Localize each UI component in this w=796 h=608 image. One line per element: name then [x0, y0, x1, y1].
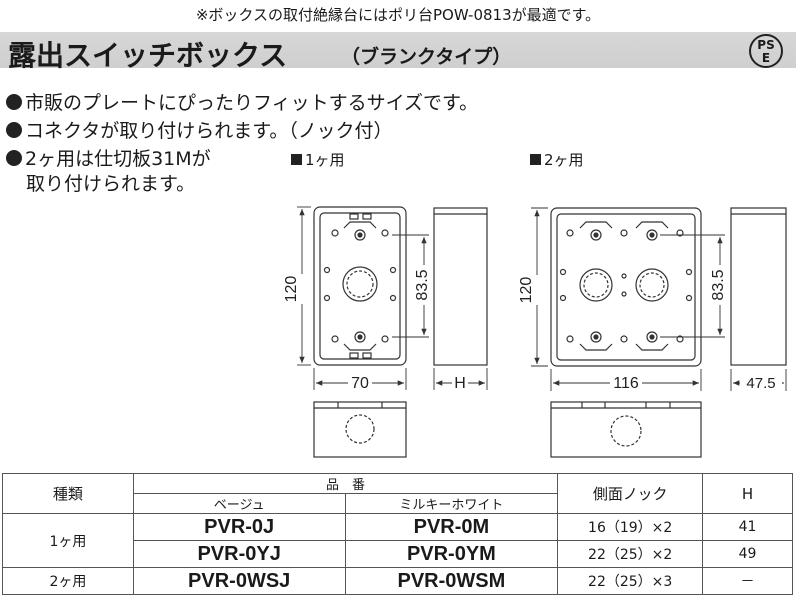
feature-item: コネクタが取り付けられます。（ノック付）	[6, 116, 392, 143]
white-part-cell: PVR-0YM	[344, 540, 559, 568]
table-row: 2ヶ用 PVR-0WSJ PVR-0WSM 22（25）×3 －	[2, 567, 793, 595]
square-icon	[291, 154, 302, 165]
single-dim-pitch: 83.5	[414, 269, 431, 300]
header-part-no: 品 番	[132, 473, 559, 494]
h-cell: －	[702, 567, 793, 595]
double-box-front-view	[550, 207, 702, 367]
bullet-icon	[6, 94, 22, 110]
single-box-bottom-view	[313, 401, 407, 458]
single-dim-depth: H	[454, 375, 466, 392]
single-dim-height: 120	[283, 276, 300, 303]
header-knock: 側面ノック	[557, 473, 704, 514]
double-box-bottom-view	[550, 401, 702, 458]
single-box-front-view	[313, 206, 407, 366]
header-type: 種類	[2, 473, 134, 514]
type-cell: 2ヶ用	[2, 567, 134, 595]
technical-drawing: 120 83.5 70 H	[283, 206, 787, 458]
figure-label-double: 2ヶ用	[530, 149, 584, 170]
beige-part-cell: PVR-0WSJ	[132, 567, 346, 595]
beige-part-cell: PVR-0YJ	[132, 540, 346, 568]
single-dimension-lines	[297, 206, 488, 390]
single-box-side-view	[433, 207, 488, 366]
double-box-side-view	[730, 207, 787, 366]
spec-table: 種類 品 番 側面ノック H ベージュ ミルキーホワイト 1ヶ用 PVR-0J …	[2, 473, 793, 595]
single-dim-width: 70	[351, 375, 369, 392]
pse-mark-icon: PS E	[749, 34, 783, 68]
figure-label-single: 1ヶ用	[291, 149, 345, 170]
table-row: 1ヶ用 PVR-0J PVR-0M 16（19）×2 41	[2, 513, 793, 568]
title-bar	[0, 32, 796, 68]
feature-item: 市販のプレートにぴったりフィットするサイズです。	[6, 88, 478, 115]
pse-mark-bottom: E	[761, 51, 771, 65]
pse-mark-top: PS	[757, 38, 775, 52]
feature-item: 2ヶ用は仕切板31Mが	[6, 144, 211, 171]
h-cell: 41	[702, 513, 793, 541]
knock-cell: 16（19）×2	[557, 513, 704, 541]
knock-cell: 22（25）×3	[557, 567, 704, 595]
header-note: ※ボックスの取付絶縁台にはポリ台POW-0813が最適です。	[195, 6, 601, 24]
double-dim-depth: 47.5	[746, 375, 775, 392]
header-h: H	[702, 473, 793, 514]
double-dim-height: 120	[518, 277, 535, 304]
double-dim-width: 116	[613, 375, 639, 392]
feature-item-continued: 取り付けられます。	[26, 173, 196, 195]
white-part-cell: PVR-0WSM	[344, 567, 559, 595]
page-subtitle: （ブランクタイプ）	[341, 46, 512, 68]
type-cell: 1ヶ用	[2, 513, 134, 568]
header-white: ミルキーホワイト	[344, 493, 559, 514]
square-icon	[530, 154, 541, 165]
h-cell: 49	[702, 540, 793, 568]
bullet-icon	[6, 122, 22, 138]
bullet-icon	[6, 150, 22, 166]
header-beige: ベージュ	[132, 493, 346, 514]
double-dim-pitch: 83.5	[710, 269, 727, 300]
beige-part-cell: PVR-0J	[132, 513, 346, 541]
table-row: PVR-0YJ PVR-0YM 22（25）×2 49	[3, 540, 793, 568]
white-part-cell: PVR-0M	[344, 513, 559, 541]
page-title: 露出スイッチボックス	[8, 39, 288, 72]
knock-cell: 22（25）×2	[557, 540, 704, 568]
